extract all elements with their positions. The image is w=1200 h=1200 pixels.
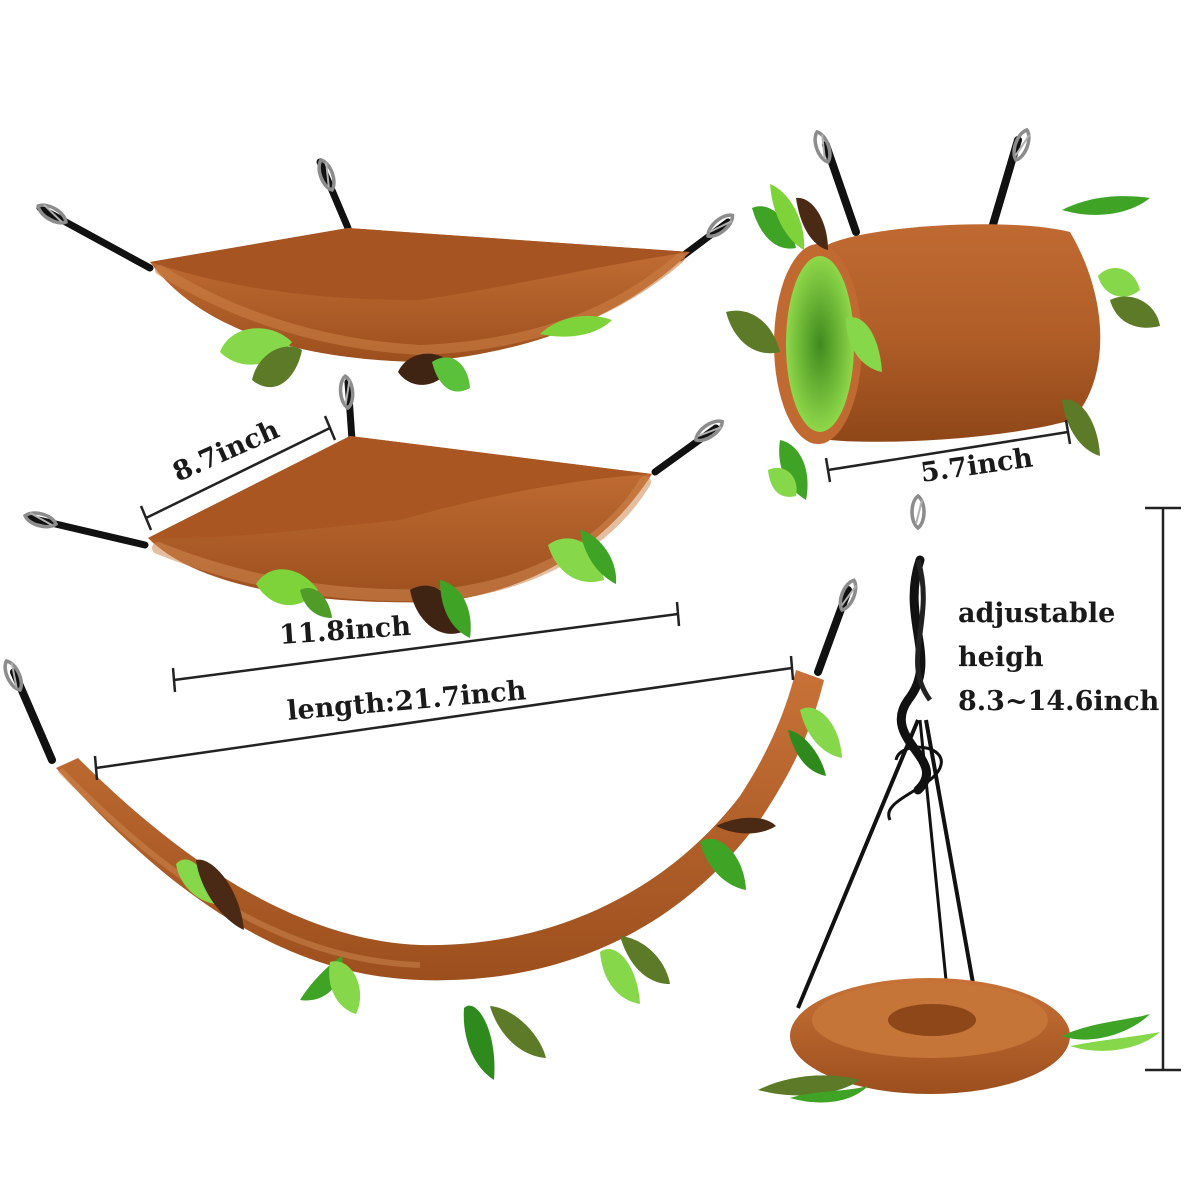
small-hammock-width-label: 8.7inch (168, 414, 284, 488)
swing-height-line1: adjustable (958, 598, 1116, 629)
small-hammock-top (33, 156, 739, 392)
large-hammock-width-label: 11.8inch (278, 611, 412, 651)
tunnel-bed (726, 126, 1160, 500)
swing-height-line3: 8.3~14.6inch (958, 686, 1160, 717)
dimension-lines (93, 415, 1181, 1072)
tunnel-length-label: 5.7inch (919, 442, 1036, 488)
hanging-swing-bed (758, 494, 1160, 1103)
swing-height-label: adjustable heigh 8.3~14.6inch (958, 592, 1159, 724)
vine-length-label: length:21.7inch (286, 675, 528, 727)
vine-bridge (0, 576, 862, 1080)
large-hammock-middle (21, 373, 728, 638)
swing-height-line2: heigh (958, 642, 1044, 673)
